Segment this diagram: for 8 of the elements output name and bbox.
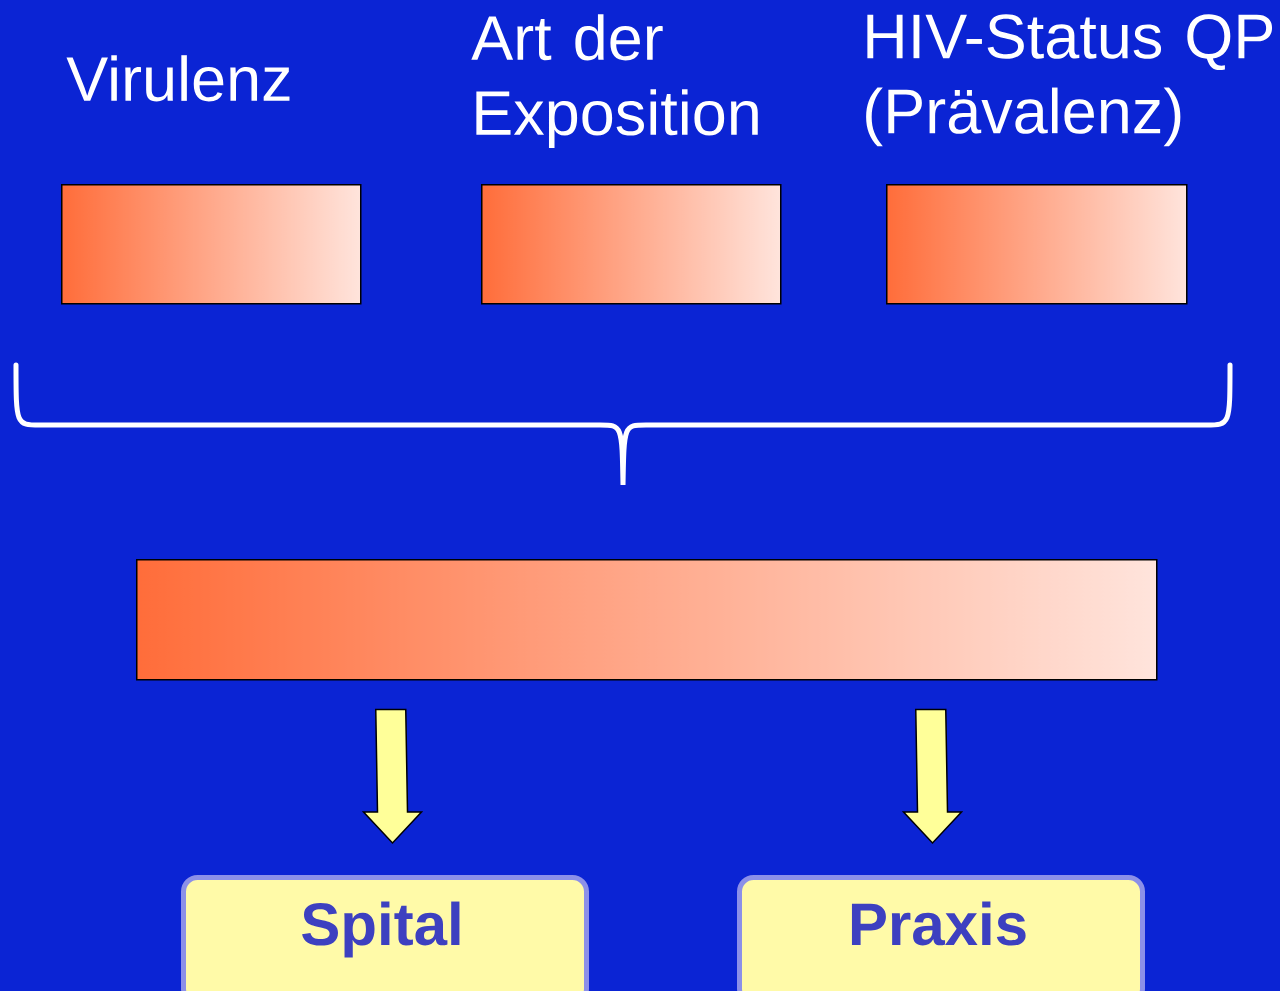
block-arrow <box>361 708 424 845</box>
heading: Art der Exposition <box>471 14 758 148</box>
label-box: Praxis <box>737 875 1145 991</box>
gradient-box <box>136 559 1158 681</box>
heading: HIV-Status QP (Prävalenz) <box>866 14 1273 147</box>
heading: Virulenz <box>66 55 290 102</box>
block-arrow <box>901 708 964 845</box>
label-box: Spital <box>181 875 589 991</box>
